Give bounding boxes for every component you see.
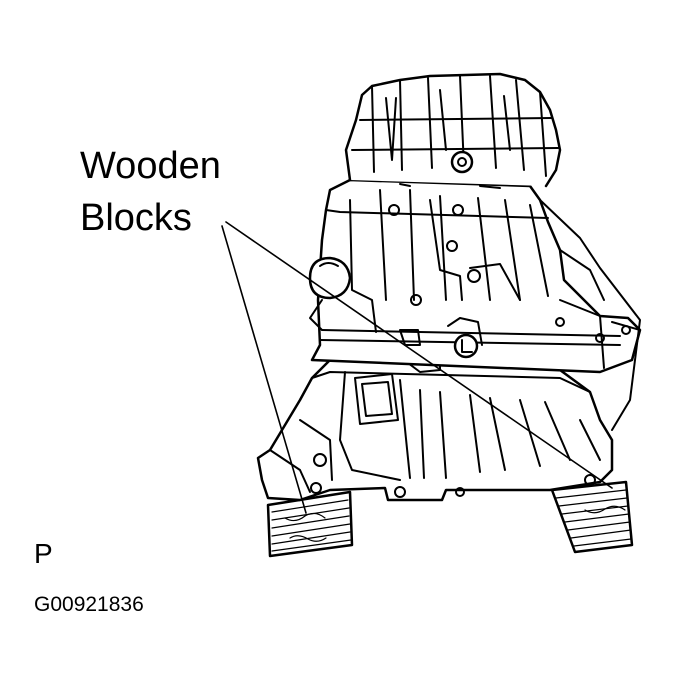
- bell-housing: [256, 339, 614, 502]
- figure-code: G00921836: [34, 593, 144, 616]
- label-line-2: Blocks: [80, 197, 192, 239]
- extension-housing: [344, 72, 562, 189]
- callout-leaders: [221, 221, 613, 514]
- wooden-block-left: [266, 490, 354, 558]
- view-mark: P: [34, 538, 53, 569]
- wooden-blocks-label: Wooden Blocks: [80, 140, 221, 244]
- transmission-case: [308, 178, 642, 431]
- wooden-block-right: [550, 480, 634, 554]
- label-line-1: Wooden: [80, 145, 221, 187]
